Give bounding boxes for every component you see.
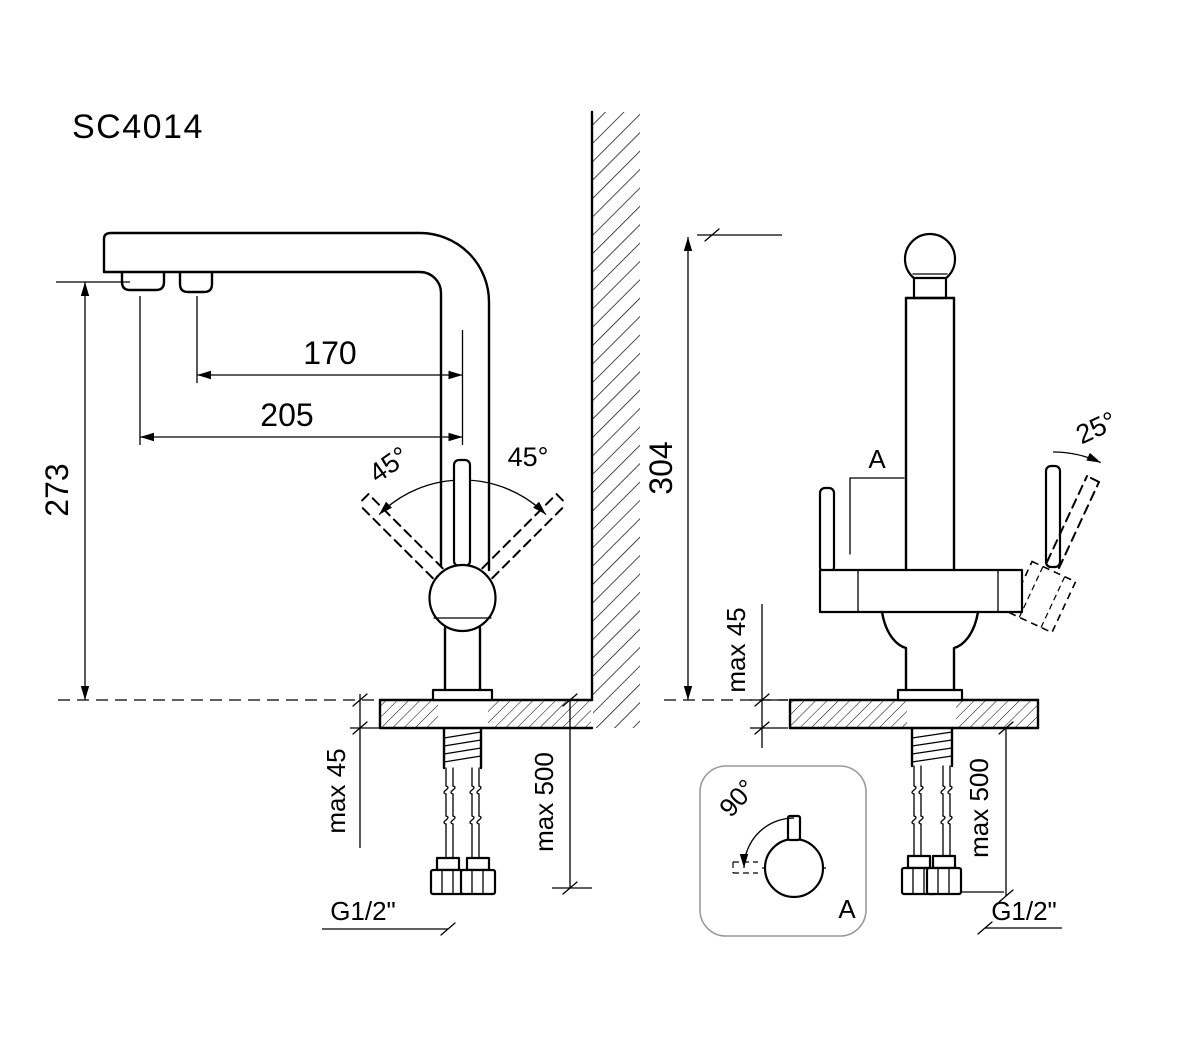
max-45-right-label: max 45 bbox=[721, 607, 751, 692]
detail-a-label: A bbox=[838, 894, 856, 924]
dim-273-label: 273 bbox=[39, 463, 75, 516]
base-flange-front bbox=[896, 688, 964, 702]
angle-arc-right bbox=[462, 479, 547, 516]
aerator-filtered bbox=[178, 270, 214, 294]
angle-90-label: 90° bbox=[713, 773, 762, 822]
dim-304-label: 304 bbox=[643, 441, 679, 494]
handle-stem-top-view bbox=[786, 814, 802, 842]
dim-205-label: 205 bbox=[260, 397, 313, 433]
supply-hoses-left bbox=[429, 726, 497, 896]
max-500-left-label: max 500 bbox=[529, 752, 559, 852]
angle-45-left-label: 45° bbox=[364, 441, 415, 489]
handle-position-dashed-right bbox=[481, 493, 568, 580]
dimensions-front-view bbox=[683, 228, 1062, 935]
dim-170-label: 170 bbox=[303, 335, 356, 371]
aerator-main bbox=[120, 270, 166, 292]
callout-a-bracket bbox=[849, 477, 905, 555]
mixer-handle-front bbox=[1044, 464, 1062, 569]
faucet-side-view bbox=[102, 231, 568, 702]
angle-45-right-label: 45° bbox=[508, 442, 549, 472]
max-45-left-label: max 45 bbox=[321, 748, 351, 833]
countertop-left bbox=[378, 698, 594, 730]
max-500-right-label: max 500 bbox=[964, 758, 994, 858]
dimensions-side-view bbox=[56, 281, 592, 936]
detail-callout-box bbox=[699, 765, 867, 937]
base-flange-side bbox=[431, 688, 494, 702]
filter-handle-front bbox=[818, 486, 836, 574]
body-crossbar bbox=[818, 568, 1024, 614]
connector-nut-front-right bbox=[925, 854, 963, 896]
thread-size-left-label: G1/2" bbox=[330, 896, 396, 926]
angle-25-label: 25° bbox=[1071, 406, 1121, 450]
connector-nut-left bbox=[429, 856, 467, 896]
handle-lever-side bbox=[452, 458, 472, 568]
countertop-right bbox=[788, 698, 1040, 730]
callout-a-label: A bbox=[868, 444, 886, 474]
model-number-label: SC4014 bbox=[72, 108, 204, 146]
handle-rotated-90-dashed bbox=[732, 861, 758, 874]
handle-position-dashed-left bbox=[357, 493, 444, 580]
faucet-front-view bbox=[818, 232, 1102, 702]
angle-arc-25 bbox=[1052, 451, 1102, 464]
handle-top-view bbox=[763, 837, 825, 899]
thread-size-right-label: G1/2" bbox=[991, 896, 1057, 926]
wall-section bbox=[590, 110, 640, 728]
mixer-handle-dashed-25 bbox=[1046, 475, 1100, 569]
connector-nut-right bbox=[459, 856, 497, 896]
handle-ball-joint bbox=[428, 563, 497, 633]
supply-hoses-right bbox=[900, 726, 1004, 896]
angle-arc-90 bbox=[739, 817, 795, 869]
angle-arc-left bbox=[378, 479, 463, 516]
spout-end-front bbox=[903, 232, 957, 286]
